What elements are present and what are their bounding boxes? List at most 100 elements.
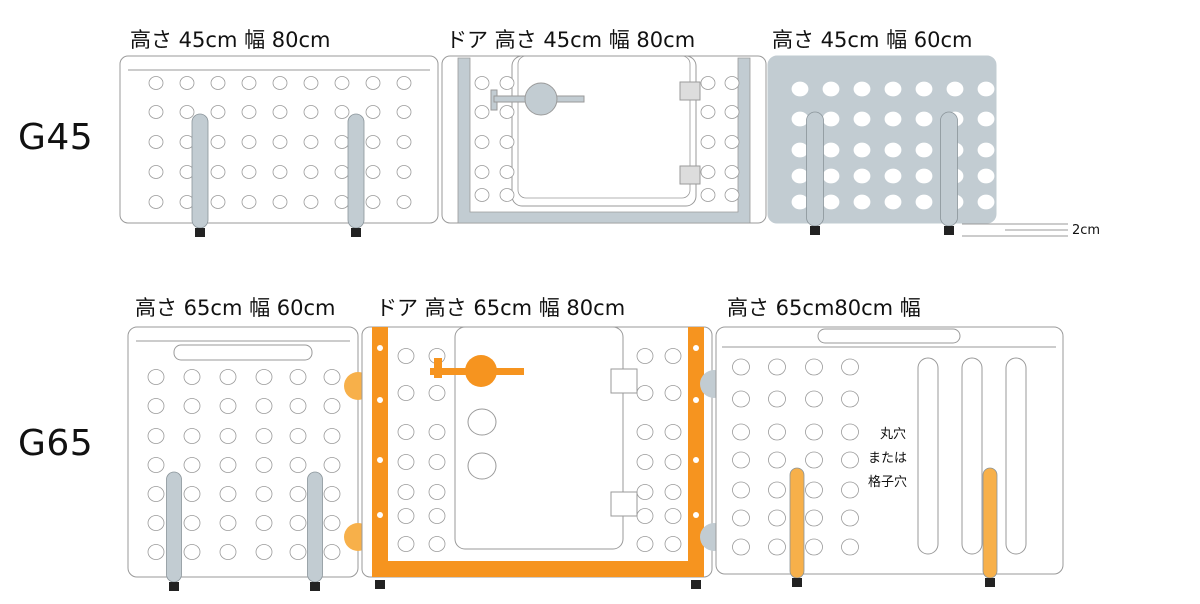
hole [467, 452, 497, 480]
hole [768, 423, 786, 441]
g65-panel-3 [715, 326, 1064, 587]
slot-hole [1005, 357, 1027, 555]
caption-g45-panel-1: 高さ 45cm 幅 80cm [130, 28, 331, 52]
hole [732, 451, 750, 469]
hole [365, 105, 381, 119]
hole [179, 105, 195, 119]
hole [428, 536, 446, 552]
hole [805, 423, 823, 441]
hole [148, 195, 164, 209]
hole [303, 76, 319, 90]
foot [792, 578, 802, 587]
lock-knob [465, 355, 497, 387]
hole [499, 76, 515, 90]
hole [428, 508, 446, 524]
hole [323, 486, 341, 502]
panel-frame [767, 55, 997, 224]
hole [397, 508, 415, 524]
hole [365, 195, 381, 209]
hole-note-line-3: 格子穴 [868, 475, 908, 490]
rivet [693, 512, 699, 518]
hole [428, 385, 446, 401]
hole [148, 165, 164, 179]
hole [255, 544, 273, 560]
hole [636, 385, 654, 401]
hole [977, 168, 995, 184]
hole [700, 135, 716, 149]
hole [884, 111, 902, 127]
hole [397, 454, 415, 470]
hole [636, 508, 654, 524]
foot [375, 580, 385, 589]
hole [183, 369, 201, 385]
hole [210, 105, 226, 119]
hole [732, 481, 750, 499]
hole [272, 105, 288, 119]
rivet [377, 397, 383, 403]
caption-g65-door: ドア 高さ 65cm 幅 80cm [376, 296, 626, 320]
rivet [377, 457, 383, 463]
hole [365, 135, 381, 149]
hole [822, 142, 840, 158]
hole [148, 76, 164, 90]
hole [791, 81, 809, 97]
hole [219, 457, 237, 473]
support-post [982, 467, 998, 579]
hole [219, 544, 237, 560]
hole [884, 81, 902, 97]
hole [664, 348, 682, 364]
hole [915, 168, 933, 184]
g45-panel-3 [767, 55, 1068, 237]
hole [700, 105, 716, 119]
hole [183, 398, 201, 414]
g65-door-panel [361, 326, 728, 589]
hole [474, 165, 490, 179]
hole [841, 451, 859, 469]
hole-note-line-1: 丸穴 [880, 427, 907, 442]
hole [853, 111, 871, 127]
hole [467, 408, 497, 436]
hole [219, 398, 237, 414]
hole [255, 428, 273, 444]
hole [147, 428, 165, 444]
door-frame-u [457, 57, 751, 224]
hole [732, 390, 750, 408]
hole [768, 358, 786, 376]
hole [977, 111, 995, 127]
hole [724, 165, 740, 179]
hole [219, 428, 237, 444]
carry-handle [173, 344, 313, 361]
hole [768, 481, 786, 499]
hole [853, 142, 871, 158]
caption-g45-panel-3: 高さ 45cm 幅 60cm [772, 28, 973, 52]
slot-hole [917, 357, 939, 555]
hole [977, 81, 995, 97]
rivet [377, 345, 383, 351]
hinge [610, 368, 638, 394]
hole [303, 165, 319, 179]
hole [791, 194, 809, 210]
caption-g45-door: ドア 高さ 45cm 幅 80cm [446, 28, 696, 52]
hole [915, 194, 933, 210]
hole [805, 390, 823, 408]
hole [147, 544, 165, 560]
hole [841, 358, 859, 376]
door-leaf [454, 326, 624, 550]
hole [323, 428, 341, 444]
hole [977, 194, 995, 210]
hole [636, 424, 654, 440]
foot [169, 582, 179, 591]
hole [303, 135, 319, 149]
hole [183, 515, 201, 531]
hole [210, 165, 226, 179]
hole [700, 165, 716, 179]
g45-door-panel [441, 55, 767, 224]
hole [853, 168, 871, 184]
hole [636, 348, 654, 364]
hole [323, 398, 341, 414]
hole [210, 135, 226, 149]
hole [272, 195, 288, 209]
rivet [693, 345, 699, 351]
hole [499, 188, 515, 202]
